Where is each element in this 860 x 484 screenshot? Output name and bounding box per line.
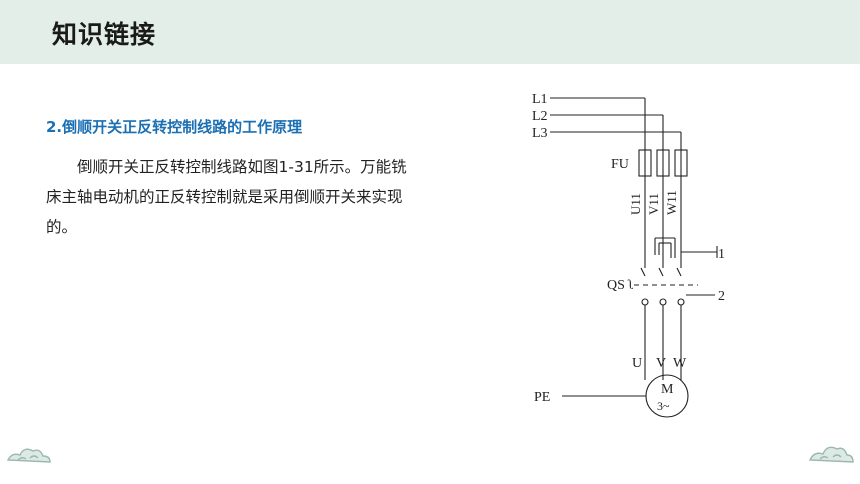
terminal-w xyxy=(677,298,685,306)
label-u: U xyxy=(632,356,642,371)
header-bar: 知识链接 xyxy=(0,0,860,64)
circuit-diagram: L1 L2 L3 FU U11 V11 W11 QS ʅ 1 2 U V W M… xyxy=(532,92,725,418)
label-w: W xyxy=(673,356,687,371)
cloud-decoration-left xyxy=(6,448,51,463)
label-u11: U11 xyxy=(628,193,643,215)
label-l1: L1 xyxy=(532,92,548,107)
terminal-v xyxy=(659,298,667,306)
callout-2: 2 xyxy=(718,289,725,304)
terminal-u xyxy=(641,298,649,306)
callout-1: 1 xyxy=(718,247,725,262)
paragraph-text: 倒顺开关正反转控制线路如图1-31所示。万能铣床主轴电动机的正反转控制就是采用倒… xyxy=(46,158,407,236)
motor-phase-label: 3~ xyxy=(657,399,670,413)
body-paragraph: 倒顺开关正反转控制线路如图1-31所示。万能铣床主轴电动机的正反转控制就是采用倒… xyxy=(46,152,416,242)
label-v11: V11 xyxy=(646,193,661,215)
label-pe: PE xyxy=(534,390,550,405)
section-heading: 2.倒顺开关正反转控制线路的工作原理 xyxy=(46,118,303,136)
label-qs: QS xyxy=(607,278,625,293)
qs-switch-symbol: ʅ xyxy=(627,278,634,293)
label-l2: L2 xyxy=(532,109,548,124)
label-v: V xyxy=(656,356,666,371)
label-w11: W11 xyxy=(664,190,679,215)
label-l3: L3 xyxy=(532,126,548,141)
page-title: 知识链接 xyxy=(52,20,157,49)
motor-label: M xyxy=(661,382,674,397)
cloud-decoration-right xyxy=(808,446,854,463)
label-fu: FU xyxy=(611,157,629,172)
